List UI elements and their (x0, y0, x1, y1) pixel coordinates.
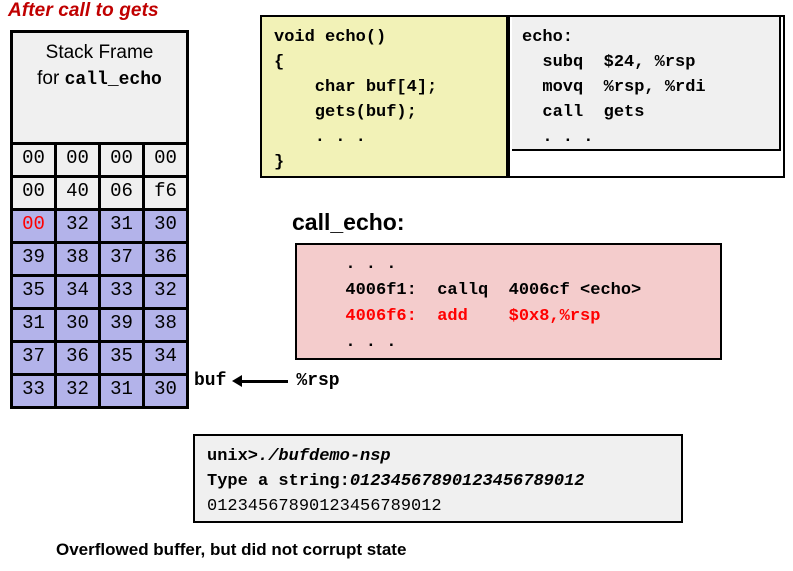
byte-cell: 37 (101, 244, 145, 274)
byte-cell: 00 (101, 145, 145, 175)
byte-cell: 36 (57, 343, 101, 373)
byte-row: 31 30 39 38 (13, 310, 186, 343)
byte-row: 00 00 00 00 (13, 145, 186, 178)
rsp-register-label: %rsp (296, 371, 340, 391)
terminal-command: ./bufdemo-nsp (258, 447, 391, 466)
byte-cell: 37 (13, 343, 57, 373)
stack-frame-header-line1: Stack Frame (45, 42, 154, 63)
terminal-typed-string: 01234567890123456789012 (349, 472, 585, 491)
buf-rsp-annotation: buf %rsp (194, 371, 340, 391)
byte-cell: 39 (101, 310, 145, 340)
byte-cell: 32 (57, 376, 101, 406)
terminal-line-command: unix>./bufdemo-nsp (207, 444, 681, 469)
byte-row: 35 34 33 32 (13, 277, 186, 310)
arrow-head (232, 375, 243, 387)
byte-cell: 00 (13, 178, 57, 208)
byte-cell: 00 (145, 145, 186, 175)
echo-assembly-inner: echo: subq $24, %rsp movq %rsp, %rdi cal… (512, 17, 781, 151)
byte-row: 00 40 06 f6 (13, 178, 186, 211)
asm-code-line: movq %rsp, %rdi (522, 78, 706, 97)
disasm-line-highlighted: 4006f6: add $0x8,%rsp (325, 307, 601, 326)
byte-cell: 06 (101, 178, 145, 208)
byte-cell: 30 (57, 310, 101, 340)
byte-row: 37 36 35 34 (13, 343, 186, 376)
byte-cell: 32 (145, 277, 186, 307)
byte-cell: 38 (145, 310, 186, 340)
c-code-line: void echo() (274, 28, 387, 47)
byte-cell: 35 (101, 343, 145, 373)
c-code-line: gets(buf); (274, 103, 417, 122)
call-echo-heading: call_echo: (292, 209, 405, 235)
stack-frame-header: Stack Frame for call_echo (13, 33, 186, 145)
disasm-line: 4006f1: callq 4006cf <echo> (325, 281, 642, 300)
slide-title: After call to gets (8, 0, 159, 21)
asm-code-line: subq $24, %rsp (522, 53, 696, 72)
terminal-prompt: unix> (207, 447, 259, 466)
byte-cell: 34 (145, 343, 186, 373)
byte-cell: 32 (57, 211, 101, 241)
byte-cell: 38 (57, 244, 101, 274)
c-code-line: . . . (274, 128, 366, 147)
byte-cell: 30 (145, 211, 186, 241)
asm-code-line: . . . (522, 128, 594, 147)
byte-cell: 00 (13, 145, 57, 175)
byte-row: 33 32 31 30 (13, 376, 186, 406)
stack-frame-header-func: call_echo (64, 70, 162, 90)
slide-caption: Overflowed buffer, but did not corrupt s… (56, 540, 407, 559)
byte-cell: 00 (57, 145, 101, 175)
byte-cell: 31 (101, 211, 145, 241)
terminal-input-prompt: Type a string: (207, 472, 350, 491)
stack-frame-diagram: Stack Frame for call_echo 00 00 00 00 00… (10, 30, 189, 409)
disasm-line: . . . (325, 333, 397, 352)
c-code-line: { (274, 53, 285, 72)
byte-cell: 36 (145, 244, 186, 274)
terminal-output-box: unix>./bufdemo-nsp Type a string:0123456… (193, 434, 683, 523)
terminal-line-input: Type a string:01234567890123456789012 (207, 469, 681, 494)
c-source-code-box: void echo() { char buf[4]; gets(buf); . … (260, 15, 508, 178)
echo-assembly-box: echo: subq $24, %rsp movq %rsp, %rdi cal… (508, 15, 785, 178)
stack-frame-header-for: for (37, 68, 65, 89)
byte-row: 39 38 37 36 (13, 244, 186, 277)
byte-cell: 34 (57, 277, 101, 307)
byte-cell: 31 (13, 310, 57, 340)
byte-cell: 31 (101, 376, 145, 406)
buf-label: buf (194, 371, 227, 391)
asm-code-line: echo: (522, 28, 574, 47)
arrow-shaft (240, 380, 289, 383)
byte-cell: 39 (13, 244, 57, 274)
disasm-line: . . . (325, 255, 397, 274)
stack-frame-header-line2: for call_echo (13, 66, 186, 93)
call-echo-disassembly-box: . . . 4006f1: callq 4006cf <echo> 4006f6… (295, 243, 722, 360)
byte-cell: 40 (57, 178, 101, 208)
byte-cell: 35 (13, 277, 57, 307)
c-code-line: } (274, 153, 285, 172)
terminal-line-output: 01234567890123456789012 (207, 497, 442, 516)
asm-code-line: call gets (522, 103, 645, 122)
byte-cell: 33 (13, 376, 57, 406)
left-arrow-icon (232, 374, 290, 388)
byte-row: 00 32 31 30 (13, 211, 186, 244)
c-code-line: char buf[4]; (274, 78, 438, 97)
byte-cell: 30 (145, 376, 186, 406)
byte-cell: 00 (13, 211, 57, 241)
byte-cell: f6 (145, 178, 186, 208)
byte-cell: 33 (101, 277, 145, 307)
